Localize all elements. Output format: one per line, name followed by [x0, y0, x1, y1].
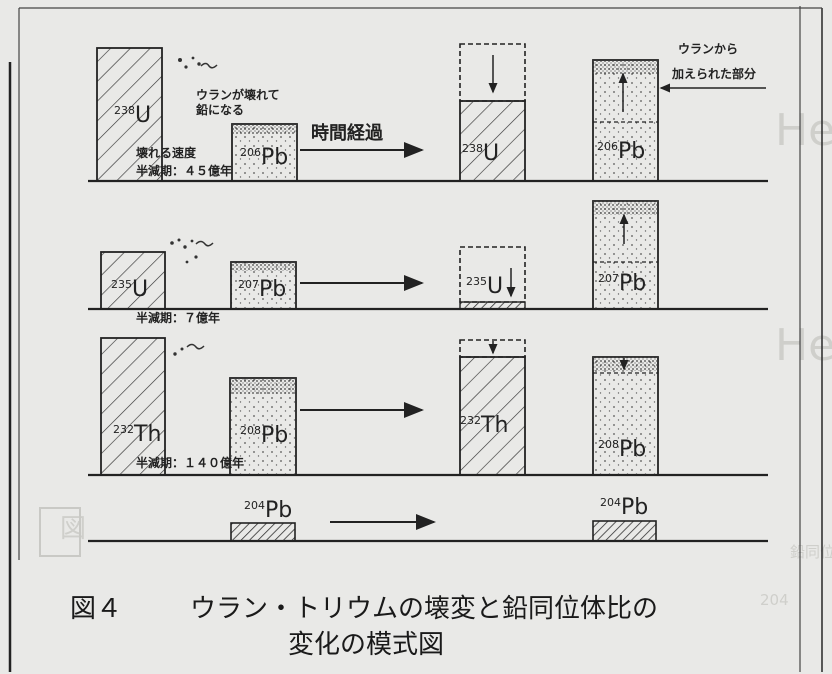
- u238-remaining-bar: [459, 100, 526, 182]
- pb206-grown-label: 206Pb: [597, 139, 645, 164]
- pb207-label: 207Pb: [238, 277, 286, 302]
- debris-particles-2: [170, 238, 214, 264]
- bg-box-outline: [39, 507, 81, 557]
- pb204-after-bar: [592, 520, 657, 542]
- bg-margin-text-1: He: [775, 105, 832, 156]
- caption-title-line2: 変化の模式図: [288, 630, 444, 660]
- pb204-after-label: 204Pb: [600, 495, 648, 520]
- decay-speed-label: 壊れる速度: [136, 145, 197, 160]
- pb207-grown-top-shading: [593, 201, 658, 215]
- th232-label: 232Th: [113, 422, 161, 447]
- pb208-label: 208Pb: [240, 423, 288, 448]
- u235-label: 235U: [111, 277, 148, 302]
- half-life-u238: 半減期：４５億年: [136, 163, 232, 178]
- u238-label: 238U: [114, 103, 151, 128]
- caption-title-line1: ウラン・トリウムの壊変と鉛同位体比の: [190, 594, 658, 624]
- u235-bar: [100, 251, 166, 310]
- figure-caption: 図４ ウラン・トリウムの壊変と鉛同位体比の 変化の模式図: [70, 594, 658, 660]
- debris-particles-1: [178, 56, 218, 69]
- pb206-label: 206Pb: [240, 145, 288, 170]
- pb208-top-shading: [230, 378, 296, 394]
- bg-margin-text-2: He: [775, 320, 832, 371]
- uranium-breaks-line1: ウランが壊れて: [196, 87, 280, 102]
- th232-bar: [100, 337, 166, 476]
- half-life-th232: 半減期：１４０億年: [136, 455, 244, 470]
- pb206-grown-top-shading: [593, 60, 658, 74]
- th232-remaining-label: 232Th: [460, 413, 508, 438]
- row-th232: 232Th 半減期：１４０億年 208Pb 232Th 208Pb: [88, 337, 768, 477]
- added-from-uranium-line2: 加えられた部分: [671, 66, 756, 81]
- uranium-breaks-line2: 鉛になる: [195, 102, 244, 117]
- pb208-grown-bar: [592, 356, 659, 476]
- u238-bar: [96, 47, 163, 182]
- time-elapsed-label: 時間経過: [311, 122, 384, 144]
- pb207-top-shading: [231, 262, 296, 271]
- pb207-grown-label: 207Pb: [598, 271, 646, 296]
- half-life-u235: 半減期：７億年: [136, 310, 220, 325]
- u235-remaining-bar: [459, 301, 526, 310]
- added-from-uranium-line1: ウランから: [678, 42, 738, 56]
- u238-remaining-label: 238U: [462, 141, 499, 166]
- debris-particles-3: [173, 343, 205, 356]
- figure-frame: [8, 6, 823, 672]
- row-u238: 238U 壊れる速度 半減期：４５億年 ウランが壊れて 鉛になる 206Pb 時…: [88, 42, 768, 183]
- row-pb204: 204Pb 204Pb: [88, 495, 768, 543]
- th232-remaining-bar: [459, 356, 526, 476]
- u235-remaining-label: 235U: [466, 274, 503, 299]
- caption-number: 図４: [70, 594, 122, 624]
- pb204-label: 204Pb: [244, 498, 292, 523]
- bg-side-number: 204: [760, 591, 789, 609]
- bg-box-left-text: 図: [60, 514, 86, 544]
- pb208-grown-top-shading: [593, 357, 658, 371]
- pb208-grown-label: 208Pb: [598, 437, 646, 462]
- pb208-bar: [229, 377, 297, 476]
- row-u235: 235U 半減期：７億年 207Pb 235U 207Pb: [88, 200, 768, 325]
- pb206-top-shading: [232, 124, 297, 134]
- pb204-bar: [230, 522, 296, 542]
